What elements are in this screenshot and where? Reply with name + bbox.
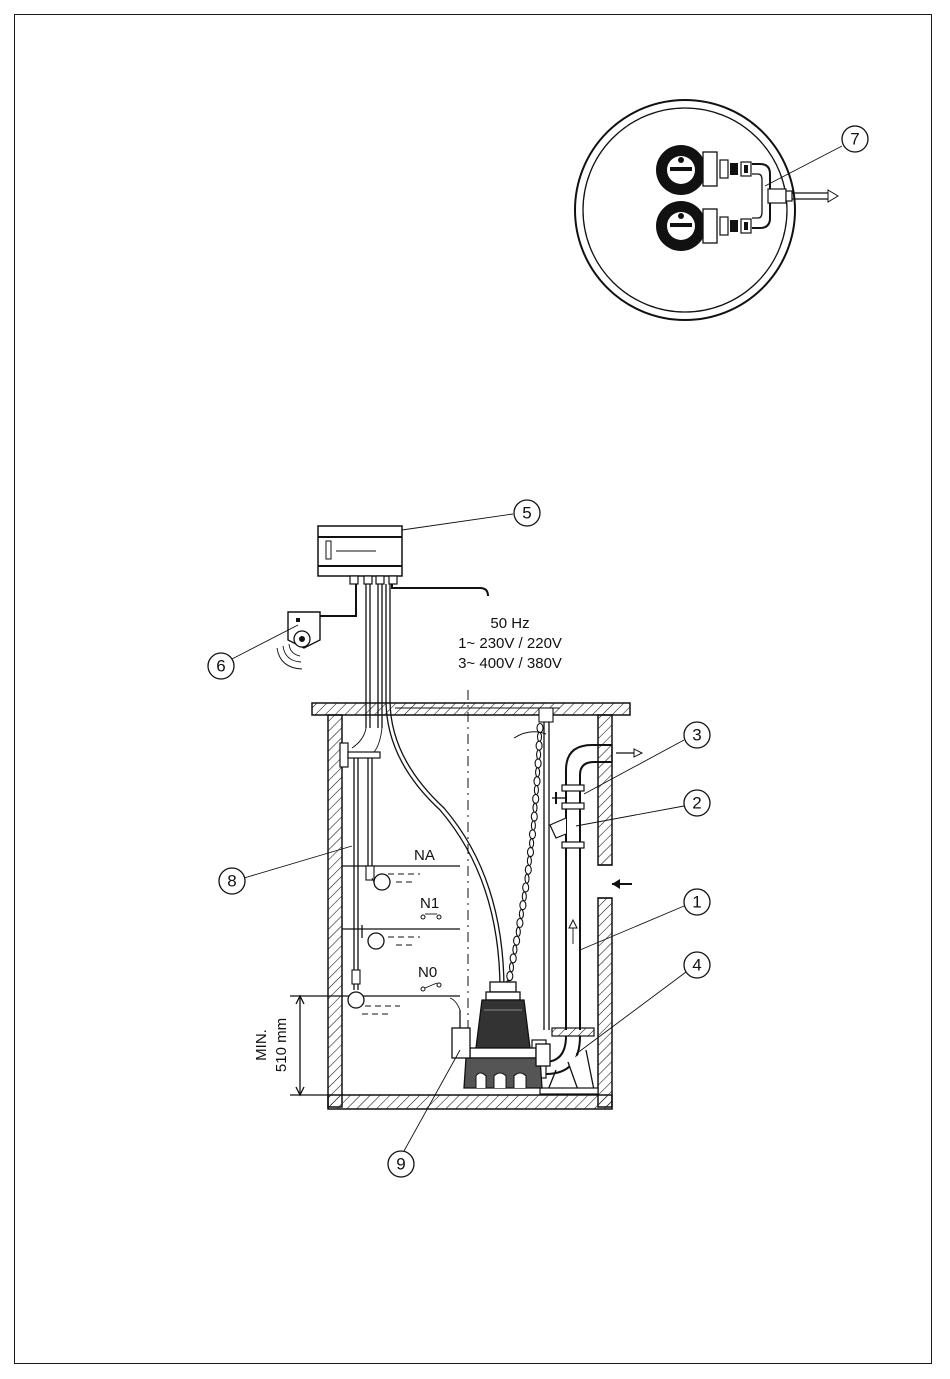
callout-4: 4	[576, 952, 710, 1054]
chain-link	[519, 910, 523, 919]
level-label-na: NA	[414, 847, 435, 864]
svg-text:7: 7	[850, 130, 859, 149]
chain-link	[527, 856, 531, 865]
chain-link	[513, 945, 517, 954]
top-view-pump-upper	[656, 145, 751, 195]
dimension-line1: MIN.	[253, 1029, 270, 1061]
chain-link	[510, 963, 514, 972]
guide-rail	[539, 708, 553, 1030]
chain-link	[530, 839, 534, 848]
electrical-frequency: 50 Hz	[490, 615, 529, 632]
float-switch-na	[366, 866, 390, 890]
chain-link	[517, 919, 523, 928]
chain-link	[538, 732, 542, 741]
top-view-pump-lower	[656, 201, 751, 251]
chain-link	[533, 794, 539, 803]
chain-link	[525, 874, 529, 883]
chain-link	[537, 724, 543, 733]
chain-link	[530, 830, 536, 839]
chain-link	[507, 972, 513, 981]
chain-link	[514, 936, 520, 945]
chain-link	[536, 768, 540, 777]
lifting-chain	[506, 724, 546, 990]
level-label-n1: N1	[420, 895, 439, 912]
svg-text:5: 5	[522, 504, 531, 523]
callout-9: 9	[388, 1050, 460, 1177]
switch-symbol-n0	[421, 983, 441, 991]
min-dimension	[290, 996, 328, 1095]
chain-link	[537, 750, 541, 759]
alarm-unit	[277, 584, 356, 669]
float-switch-n0	[348, 970, 364, 1008]
chain-link	[516, 927, 520, 936]
top-view	[575, 100, 838, 320]
electrical-single-phase: 1~ 230V / 220V	[458, 635, 562, 652]
svg-text:1: 1	[692, 893, 701, 912]
chain-link	[531, 821, 535, 830]
chain-link	[528, 848, 534, 857]
chain-link	[534, 786, 538, 795]
level-label-n0: N0	[418, 964, 437, 981]
chain-link	[534, 777, 540, 786]
svg-text:9: 9	[396, 1155, 405, 1174]
svg-text:3: 3	[692, 726, 701, 745]
control-box	[318, 526, 488, 596]
chain-link	[525, 865, 531, 874]
svg-text:2: 2	[692, 794, 701, 813]
chain-link	[510, 954, 516, 963]
chain-link	[536, 741, 542, 750]
chain-link	[523, 883, 529, 892]
callout-2: 2	[576, 790, 710, 826]
svg-text:4: 4	[692, 956, 701, 975]
level-sensor	[450, 998, 470, 1058]
svg-text:6: 6	[216, 657, 225, 676]
submersible-pump	[464, 982, 550, 1088]
chain-link	[531, 812, 537, 821]
chain-link	[520, 901, 526, 910]
discharge-pipe	[550, 745, 642, 1036]
chain-link	[535, 759, 541, 768]
inlet-pipe	[598, 865, 632, 898]
switch-symbol-n1	[421, 914, 441, 919]
callout-5: 5	[402, 500, 540, 530]
electrical-three-phase: 3~ 400V / 380V	[458, 655, 562, 672]
chain-link	[522, 892, 526, 901]
dimension-line2: 510 mm	[273, 1018, 290, 1072]
chain-link	[533, 803, 537, 812]
svg-text:8: 8	[227, 872, 236, 891]
